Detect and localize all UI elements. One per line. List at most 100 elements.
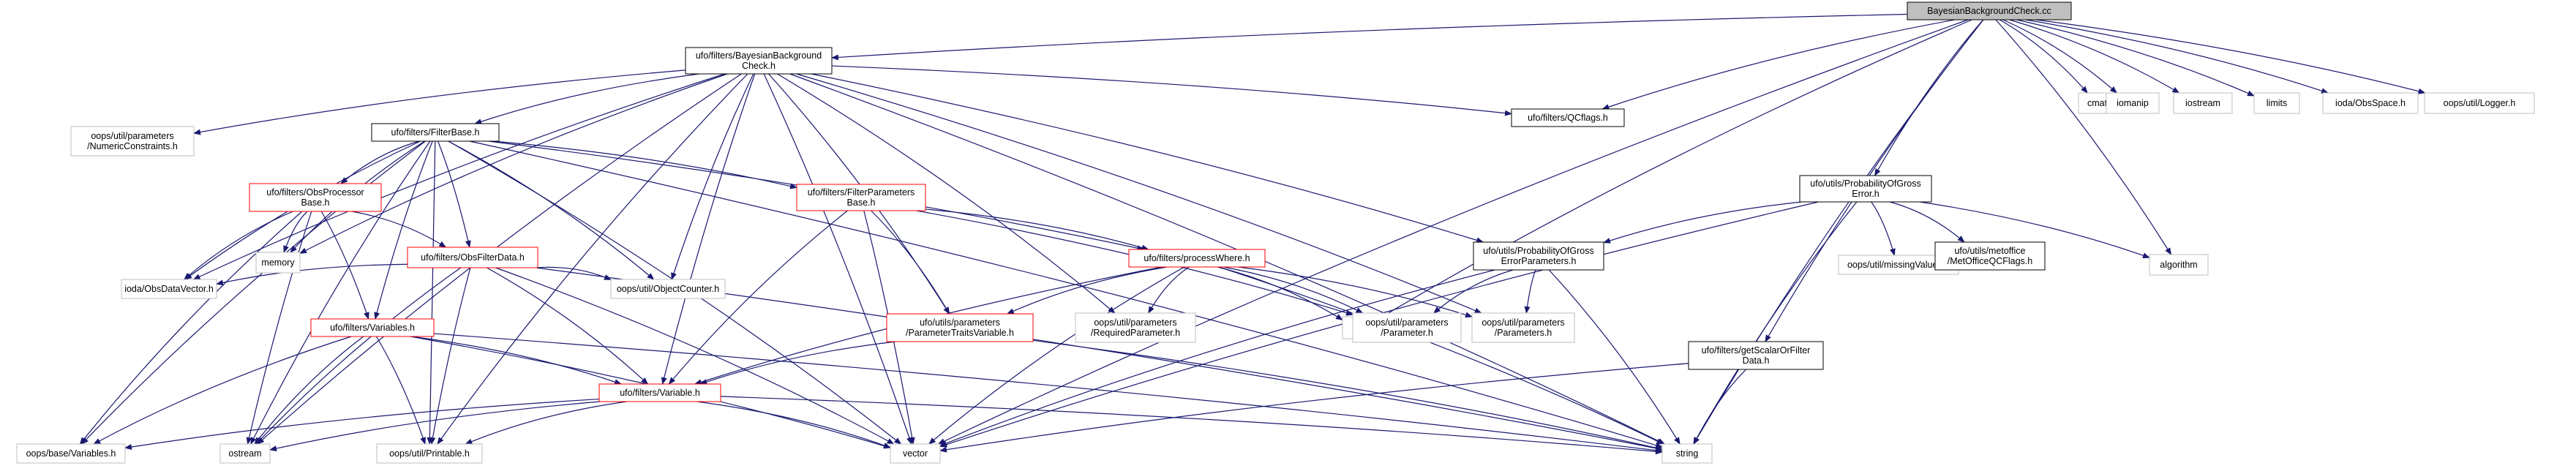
node-label: limits (2267, 98, 2287, 108)
edge-variables-h-to-variable-h (410, 336, 622, 385)
node-box (1473, 241, 1604, 271)
node-label: ufo/filters/Variables.h (330, 323, 415, 333)
node-label: /MetOfficeQCFlags.h (1948, 256, 2033, 266)
node-memory[interactable]: memory (255, 252, 301, 274)
edge-root-to-qcflags (1601, 19, 1955, 110)
edge-obsfilterdata-to-ostream (255, 267, 462, 445)
node-label: ufo/filters/FilterBase.h (391, 127, 480, 138)
edge-bbc-h-to-variable-h (661, 73, 756, 385)
node-vector[interactable]: vector (890, 443, 941, 464)
edge-bbc-h-to-params (796, 73, 1482, 314)
node-label: /Parameters.h (1495, 328, 1552, 338)
node-oopsvars[interactable]: oops/base/Variables.h (16, 443, 126, 464)
edge-root-to-cmath (1999, 19, 2088, 94)
node-label: iomanip (2117, 98, 2149, 108)
node-box (890, 443, 941, 464)
edge-processwhere-to-vector (928, 266, 1184, 445)
edge-processwhere-to-string (1218, 266, 1664, 445)
node-label: oops/util/parameters (1094, 317, 1176, 328)
node-metoffice[interactable]: ufo/utils/metoffice/MetOfficeQCFlags.h (1934, 241, 2046, 271)
node-box (598, 383, 721, 402)
node-label: oops/util/parameters (1365, 317, 1448, 328)
edge-bbc-h-to-numcons (193, 69, 686, 135)
node-label: /NumericConstraints.h (87, 141, 178, 151)
edge-bbc-h-to-probgrossparams (811, 73, 1484, 244)
node-box (1688, 341, 1824, 370)
node-probgrossparams[interactable]: ufo/utils/ProbabilityOfGrossErrorParamet… (1473, 241, 1604, 271)
edge-obsproc-to-memory (283, 211, 308, 253)
edge-variables-h-to-string (433, 333, 1663, 454)
node-logger[interactable]: oops/util/Logger.h (2424, 92, 2535, 114)
node-obsspace[interactable]: ioda/ObsSpace.h (2322, 92, 2419, 114)
node-reqparam[interactable]: oops/util/parameters/RequiredParameter.h (1075, 312, 1196, 343)
node-label: ErrorParameters.h (1501, 256, 1577, 266)
node-algorithm[interactable]: algorithm (2149, 254, 2209, 276)
node-paramtraits[interactable]: ufo/utils/parameters/ParameterTraitsVari… (886, 313, 1034, 342)
node-ostream[interactable]: ostream (219, 443, 271, 464)
node-box (1511, 108, 1625, 127)
edge-bbc-h-to-filterbase (474, 73, 699, 124)
node-obsfilterdata[interactable]: ufo/filters/ObsFilterData.h (407, 247, 538, 268)
node-label: oops/util/parameters (1482, 317, 1564, 328)
edge-probgrossparams-to-param (1432, 269, 1514, 314)
edge-getscalar-to-vector (939, 363, 1689, 453)
node-objcounter[interactable]: oops/util/ObjectCounter.h (610, 279, 726, 299)
node-params[interactable]: oops/util/parameters/Parameters.h (1471, 312, 1575, 343)
node-variable-h[interactable]: ufo/filters/Variable.h (598, 383, 721, 402)
node-label: algorithm (2160, 260, 2197, 270)
node-label: vector (903, 448, 928, 459)
node-root[interactable]: BayesianBackgroundCheck.cc (1907, 1, 2072, 20)
node-printable[interactable]: oops/util/Printable.h (376, 443, 483, 464)
edge-bbc-h-to-printable (437, 73, 748, 445)
node-label: /RequiredParameter.h (1091, 328, 1180, 338)
node-string[interactable]: string (1661, 443, 1713, 464)
node-label: ufo/filters/getScalarOrFilter (1702, 345, 1811, 356)
node-box (1471, 312, 1575, 343)
edge-bbc-h-to-obsdatavector (192, 73, 725, 280)
node-obsdatavector[interactable]: ioda/ObsDataVector.h (121, 279, 217, 299)
edge-bbc-h-to-qcflags (831, 65, 1512, 116)
node-processwhere[interactable]: ufo/filters/processWhere.h (1128, 249, 1266, 268)
node-box (2149, 254, 2209, 276)
node-label: oops/util/missingValues.h (1847, 260, 1950, 270)
node-box (255, 252, 301, 274)
edge-bbc-h-to-memory (299, 73, 728, 254)
node-param[interactable]: oops/util/parameters/Parameter.h (1352, 312, 1462, 343)
edge-filterparams-to-variable-h (668, 210, 848, 385)
node-variables-h[interactable]: ufo/filters/Variables.h (310, 318, 435, 337)
nodes-layer: BayesianBackgroundCheck.cc ufo/filters/Ba… (16, 1, 2535, 464)
node-label: ufo/filters/FilterParameters (808, 187, 915, 198)
node-filterbase[interactable]: ufo/filters/FilterBase.h (371, 123, 500, 142)
edge-filterparams-to-paramtraits (871, 210, 950, 315)
edge-filterbase-to-oopsvars (81, 140, 426, 445)
node-label: Check.h (742, 61, 776, 71)
edge-obsfilterdata-to-vector (495, 267, 895, 445)
edge-filterbase-to-printable (427, 140, 436, 445)
node-bbc-h[interactable]: ufo/filters/BayesianBackgroundCheck.h (685, 47, 833, 75)
edge-variable-h-to-vector (696, 401, 891, 448)
node-box (371, 123, 500, 142)
node-limits[interactable]: limits (2253, 92, 2300, 114)
node-label: Base.h (847, 198, 876, 208)
node-numcons[interactable]: oops/util/parameters/NumericConstraints.… (70, 126, 195, 157)
edge-probgrossparams-to-vector (939, 269, 1495, 446)
edge-root-to-probgross (1874, 19, 1984, 176)
node-box (376, 443, 483, 464)
edge-variable-h-to-printable (465, 401, 627, 445)
node-label: string (1676, 448, 1699, 459)
node-box (610, 279, 726, 299)
node-qcflags[interactable]: ufo/filters/QCflags.h (1511, 108, 1625, 127)
edge-root-to-string (1693, 19, 1984, 445)
node-label: ioda/ObsDataVector.h (124, 284, 214, 294)
node-iostream[interactable]: iostream (2173, 92, 2233, 114)
node-iomanip[interactable]: iomanip (2106, 92, 2160, 114)
edge-filterbase-to-string (469, 140, 1663, 448)
edge-variables-h-to-oopsvars (93, 336, 352, 445)
node-box (249, 183, 382, 212)
node-label: memory (261, 257, 295, 268)
edge-variable-h-to-oopsvars (124, 398, 600, 450)
